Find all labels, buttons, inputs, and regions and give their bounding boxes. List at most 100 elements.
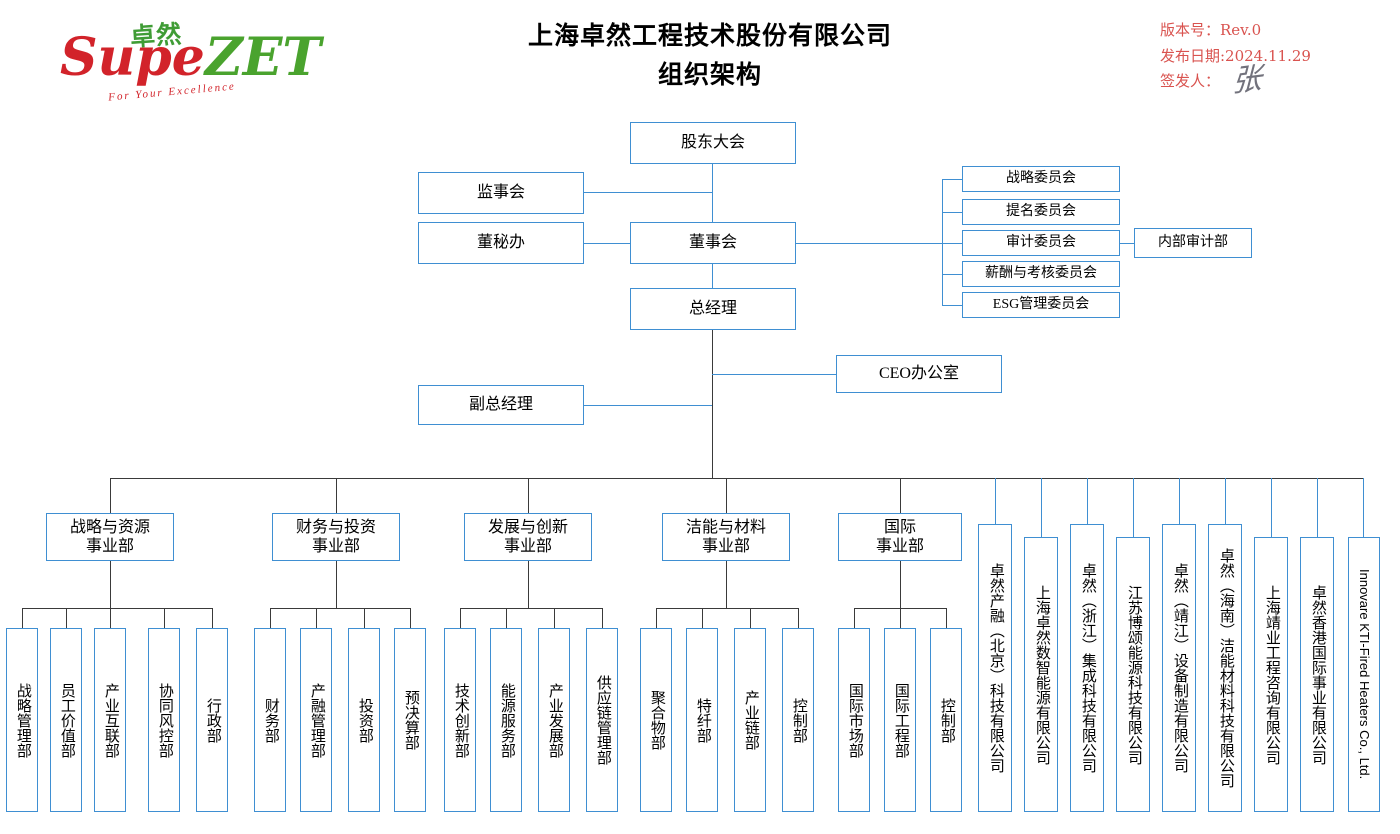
- division-4-drop-1: [656, 608, 658, 628]
- box-committee-audit[interactable]: 审计委员会: [962, 230, 1120, 256]
- drop-to-subsidiary-6: [1225, 478, 1227, 524]
- logo-wordmark-supe: Supe: [60, 27, 205, 88]
- box-committee-strategy[interactable]: 战略委员会: [962, 166, 1120, 192]
- drop-to-subsidiary-1: [995, 478, 997, 524]
- department-box-finance[interactable]: 财务部: [254, 628, 286, 812]
- division-box-development-innovation[interactable]: 发展与创新 事业部: [464, 513, 592, 561]
- company-logo: 卓然 SupeZET For Your Excellence: [60, 14, 321, 104]
- box-committee-remuneration[interactable]: 薪酬与考核委员会: [962, 261, 1120, 287]
- department-box-administration[interactable]: 行政部: [196, 628, 228, 812]
- page-title-line1: 上海卓然工程技术股份有限公司: [527, 23, 892, 50]
- department-box-supply-chain-mgmt[interactable]: 供应链管理部: [586, 628, 618, 812]
- department-box-industry-development[interactable]: 产业发展部: [538, 628, 570, 812]
- logo-wordmark: SupeZET: [60, 32, 321, 84]
- division-box-finance-investment[interactable]: 财务与投资 事业部: [272, 513, 400, 561]
- department-box-control-international[interactable]: 控制部: [930, 628, 962, 812]
- connector-board-to-gm: [712, 264, 714, 288]
- division-label-line1: 发展与创新: [487, 518, 568, 536]
- page-title: 上海卓然工程技术股份有限公司 组织架构: [400, 18, 1020, 96]
- division-3-drop-4: [602, 608, 604, 628]
- drop-to-division-4: [726, 478, 728, 513]
- department-box-international-engineering[interactable]: 国际工程部: [884, 628, 916, 812]
- division-box-strategy-resources[interactable]: 战略与资源 事业部: [46, 513, 174, 561]
- department-box-technology-innovation[interactable]: 技术创新部: [444, 628, 476, 812]
- subsidiary-box-jiangsu-bosong[interactable]: 江苏博颂能源科技有限公司: [1116, 537, 1150, 812]
- issuer-label: 签发人：: [1160, 72, 1221, 90]
- drop-to-division-3: [528, 478, 530, 513]
- connector-audit-to-internal-audit: [1120, 243, 1134, 245]
- department-box-strategy-management[interactable]: 战略管理部: [6, 628, 38, 812]
- division-5-drop-3: [946, 608, 948, 628]
- subsidiary-box-innovare-kti[interactable]: Innovare KTI-Fired Heaters Co., Ltd.: [1348, 537, 1380, 812]
- subsidiary-box-shanghai-zhuoran-shuzhi[interactable]: 上海卓然数智能源有限公司: [1024, 537, 1058, 812]
- department-box-polymer[interactable]: 聚合物部: [640, 628, 672, 812]
- department-box-energy-services[interactable]: 能源服务部: [490, 628, 522, 812]
- division-box-international[interactable]: 国际 事业部: [838, 513, 962, 561]
- connector-shareholders-to-board: [712, 164, 714, 222]
- release-date-row: 发布日期:2024.11.29: [1160, 46, 1311, 65]
- division-2-drop-3: [364, 608, 366, 628]
- box-internal-audit-department[interactable]: 内部审计部: [1134, 228, 1252, 258]
- subsidiary-box-zhuoran-hongkong[interactable]: 卓然香港国际事业有限公司: [1300, 537, 1334, 812]
- subsidiary-box-shanghai-jingye[interactable]: 上海靖业工程咨询有限公司: [1254, 537, 1288, 812]
- division-3-drop-1: [460, 608, 462, 628]
- department-box-employee-value[interactable]: 员工价值部: [50, 628, 82, 812]
- division-1-stem: [110, 561, 112, 608]
- division-label-line1: 洁能与材料: [685, 518, 766, 536]
- subsidiary-box-zhuoran-hainan[interactable]: 卓然（海南）洁能材料科技有限公司: [1208, 524, 1242, 812]
- connector-committee-strategy: [942, 179, 962, 181]
- department-box-investment[interactable]: 投资部: [348, 628, 380, 812]
- trunk-gm-down: [712, 330, 714, 478]
- connector-board-secretary-to-board: [584, 243, 630, 245]
- department-box-international-market[interactable]: 国际市场部: [838, 628, 870, 812]
- version-row: 版本号：Rev.0: [1160, 21, 1262, 39]
- box-general-manager[interactable]: 总经理: [630, 288, 796, 330]
- document-metadata: 版本号：Rev.0 发布日期:2024.11.29 签发人： 张: [1160, 18, 1390, 100]
- division-3-bus: [460, 608, 602, 610]
- committee-bus-vertical: [942, 179, 944, 305]
- division-4-bus: [656, 608, 798, 610]
- division-2-drop-1: [270, 608, 272, 628]
- division-1-bus: [22, 608, 212, 610]
- department-box-industry-chain[interactable]: 产业链部: [734, 628, 766, 812]
- subsidiary-box-zhuoran-chanrong-beijing[interactable]: 卓然产融（北京）科技有限公司: [978, 524, 1012, 812]
- division-label-line2: 事业部: [875, 538, 924, 555]
- box-committee-esg[interactable]: ESG管理委员会: [962, 292, 1120, 318]
- signature-mark: 张: [1231, 61, 1260, 100]
- drop-to-subsidiary-7: [1271, 478, 1273, 537]
- box-deputy-general-manager[interactable]: 副总经理: [418, 385, 584, 425]
- page-title-line2: 组织架构: [657, 61, 762, 89]
- box-board-of-directors[interactable]: 董事会: [630, 222, 796, 264]
- division-5-drop-1: [854, 608, 856, 628]
- subsidiary-box-zhuoran-jingjiang[interactable]: 卓然（靖江）设备制造有限公司: [1162, 524, 1196, 812]
- division-label-line2: 事业部: [85, 538, 134, 555]
- department-box-control-clean-energy[interactable]: 控制部: [782, 628, 814, 812]
- connector-committee-remuneration: [942, 274, 962, 276]
- box-board-secretary-office[interactable]: 董秘办: [418, 222, 584, 264]
- department-box-budget-settlement[interactable]: 预决算部: [394, 628, 426, 812]
- department-box-industry-finance-mgmt[interactable]: 产融管理部: [300, 628, 332, 812]
- box-committee-nomination[interactable]: 提名委员会: [962, 199, 1120, 225]
- connector-supervisors-to-trunk: [584, 192, 712, 194]
- box-supervisory-board[interactable]: 监事会: [418, 172, 584, 214]
- division-label-line1: 财务与投资: [295, 518, 376, 536]
- main-horizontal-trunk: [110, 478, 1364, 480]
- connector-gm-to-deputy-gm: [584, 405, 712, 407]
- division-1-drop-1: [22, 608, 24, 628]
- division-1-drop-4: [164, 608, 166, 628]
- division-1-drop-5: [212, 608, 214, 628]
- department-box-industry-internet[interactable]: 产业互联部: [94, 628, 126, 812]
- division-2-stem: [336, 561, 338, 608]
- division-2-drop-2: [316, 608, 318, 628]
- division-label-line2: 事业部: [311, 538, 360, 555]
- department-box-collaborative-risk[interactable]: 协同风控部: [148, 628, 180, 812]
- department-box-specialty-fiber[interactable]: 特纤部: [686, 628, 718, 812]
- drop-to-division-1: [110, 478, 112, 513]
- division-box-clean-energy-materials[interactable]: 洁能与材料 事业部: [662, 513, 790, 561]
- box-shareholders-meeting[interactable]: 股东大会: [630, 122, 796, 164]
- subsidiary-box-zhuoran-zhejiang[interactable]: 卓然（浙江）集成科技有限公司: [1070, 524, 1104, 812]
- division-label-line2: 事业部: [503, 538, 552, 555]
- division-label-line2: 事业部: [701, 538, 750, 555]
- box-ceo-office[interactable]: CEO办公室: [836, 355, 1002, 393]
